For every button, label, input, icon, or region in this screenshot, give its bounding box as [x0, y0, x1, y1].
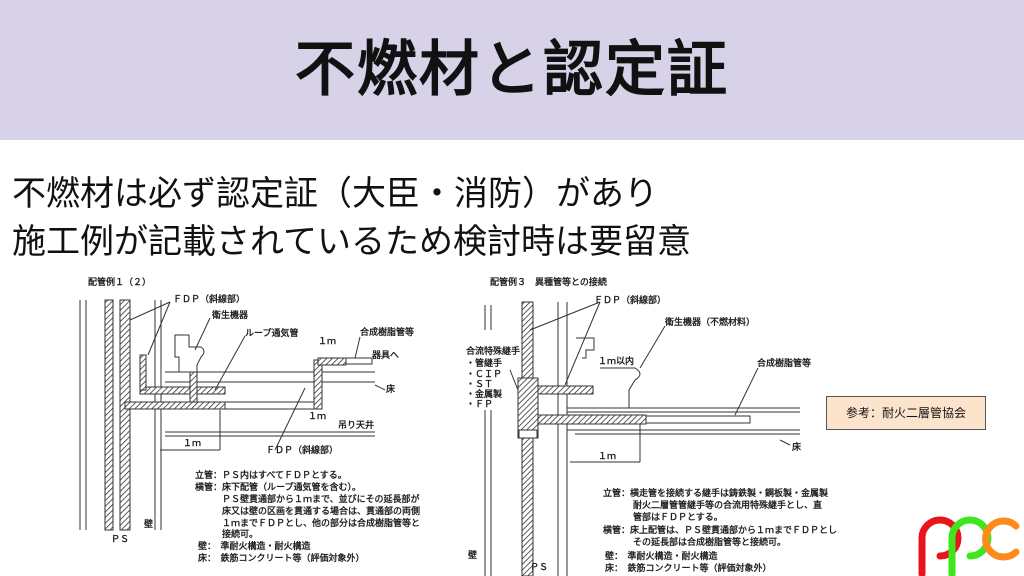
- title-band: [0, 0, 1024, 140]
- label-to-fixture: 器具へ: [371, 350, 399, 361]
- note-line: 壁： 準耐火構造・耐火構造: [198, 540, 312, 552]
- note-line: 床： 鉄筋コンクリート等（評価対象外）: [198, 552, 365, 564]
- label-joint-4: ・金属製: [466, 388, 503, 400]
- label-fdp-bottom: ＦＤＰ（斜線部）: [266, 444, 338, 456]
- label-joint-2: ・ＣＩＰ: [466, 369, 502, 380]
- label-1m: １ｍ: [598, 451, 616, 462]
- label-floor: 床: [386, 383, 396, 395]
- label-joint-1: ・管継手: [466, 357, 502, 369]
- note-line: 接続可。: [222, 528, 258, 540]
- label-resin-pipe: 合成樹脂管等: [360, 326, 414, 338]
- diagram-left-labels: 配管例１（２） ＦＤＰ（斜線部） 衛生機器 ループ通気管 １ｍ 合成樹脂管等 器…: [88, 276, 420, 564]
- note-line: 管部はＦＤＰとする。: [633, 511, 723, 523]
- slide-title: 不燃材と認定証: [295, 35, 729, 105]
- label-joint-title: 合流特殊継手: [466, 345, 520, 357]
- label-wall: 壁: [468, 549, 477, 561]
- note-line: 床： 鉄筋コンクリート等（評価対象外）: [605, 562, 772, 574]
- label-resin-pipe: 合成樹脂管等: [757, 357, 811, 369]
- note-line: 耐火二層管管継手等の合流用特殊継手とし、直: [633, 499, 822, 511]
- body-text-line-2: 施工例が記載されているため検討時は要留意: [12, 222, 691, 262]
- label-ceiling: 吊り天井: [338, 419, 374, 431]
- diagram-left-drawing: [79, 299, 386, 531]
- note-line: 立管：ＰＳ内はすべてＦＤＰとする。: [195, 469, 347, 481]
- label-ps: ＰＳ: [530, 562, 548, 573]
- note-line: 壁： 準耐火構造・耐火構造: [605, 550, 719, 562]
- label-fdp: ＦＤＰ（斜線部）: [173, 293, 245, 305]
- label-floor: 床: [792, 441, 802, 453]
- label-1m-mid: １ｍ: [308, 411, 326, 422]
- label-ps: ＰＳ: [111, 534, 129, 545]
- diagram-left-caption: 配管例１（２）: [88, 276, 151, 288]
- reference-note: 参考：耐火二層管協会: [826, 396, 986, 430]
- note-line: １ｍまでＦＤＰとし、他の部分は合成樹脂管等と: [222, 517, 420, 529]
- label-joint-3: ・ＳＴ: [466, 379, 493, 390]
- label-1m: １ｍ: [318, 336, 336, 347]
- ppc-logo: [918, 516, 1020, 576]
- label-fixture: 衛生機器: [211, 309, 249, 321]
- note-line: その延長部は合成樹脂管等と接続可。: [633, 536, 786, 548]
- label-fixture: 衛生機器（不燃材料）: [664, 316, 755, 328]
- label-joint-5: ・ＦＰ: [466, 399, 493, 410]
- label-1m-bottom: １ｍ: [183, 438, 201, 449]
- label-within-1m: １ｍ以内: [598, 355, 634, 367]
- diagram-right-labels: 配管例３ 異種管等との接続 ＦＤＰ（斜線部） 衛生機器（不燃材料） 合流特殊継手…: [466, 276, 837, 574]
- label-wall: 壁: [144, 518, 153, 530]
- note-line: 横管：床上配管は、ＰＳ壁貫通部から１ｍまでＦＤＰとし: [603, 524, 837, 536]
- note-line: 横管：床下配管（ループ通気管を含む）。: [195, 481, 361, 493]
- body-text-line-1: 不燃材は必ず認定証（大臣・消防）があり: [12, 174, 658, 214]
- label-loop-vent: ループ通気管: [245, 327, 298, 339]
- note-line: 立管：横走管を接続する継手は鋳鉄製・鋼板製・金属製: [603, 487, 829, 499]
- label-fdp: ＦＤＰ（斜線部）: [594, 294, 666, 306]
- diagram-right-caption: 配管例３ 異種管等との接続: [490, 276, 607, 288]
- diagram-right-drawing: [484, 301, 800, 576]
- note-line: ＰＳ壁貫通部から１ｍまで、並びにその延長部が: [222, 493, 420, 505]
- note-line: 床又は壁の区画を貫通する場合は、貫通部の両側: [222, 505, 420, 517]
